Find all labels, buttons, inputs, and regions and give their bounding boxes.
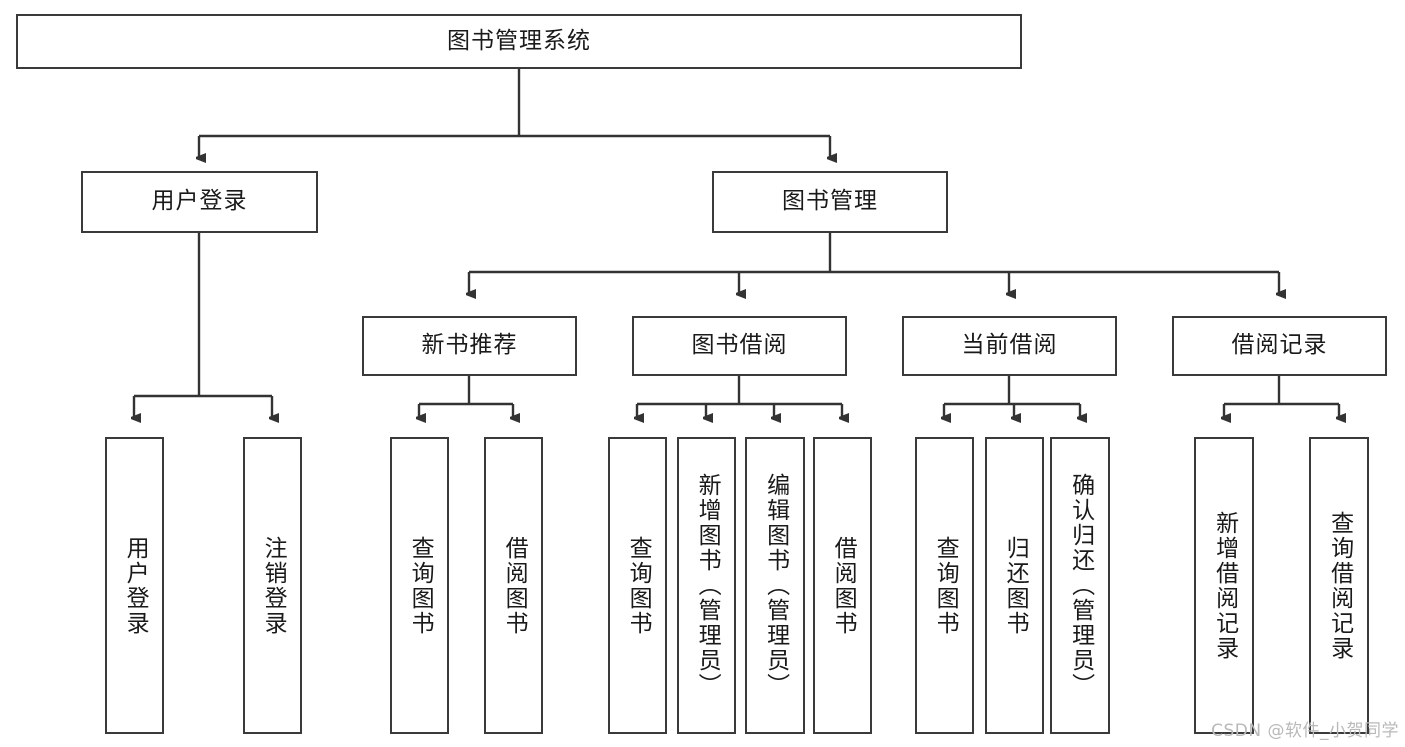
leaf-book-borrow-borrow[interactable]: 借阅图书 — [813, 437, 872, 734]
node-label: 查询图书 — [625, 535, 652, 636]
node-label: 归还图书 — [1002, 535, 1029, 636]
leaf-new-book-query[interactable]: 查询图书 — [390, 437, 449, 734]
csdn-watermark: CSDN @软件_小贺同学 — [1211, 721, 1399, 741]
node-new-book-recommend[interactable]: 新书推荐 — [362, 316, 577, 376]
node-label: 图书借阅 — [691, 332, 788, 359]
node-label: 借阅图书 — [830, 535, 857, 636]
leaf-user-login-logout[interactable]: 注销登录 — [243, 437, 302, 734]
node-label: 新增图书（管理员） — [694, 473, 721, 698]
node-label: 图书管理系统 — [447, 27, 591, 54]
leaf-book-borrow-edit[interactable]: 编辑图书（管理员） — [745, 437, 805, 734]
node-label: 编辑图书（管理员） — [762, 473, 789, 698]
node-label: 查询图书 — [932, 535, 959, 636]
leaf-new-book-borrow[interactable]: 借阅图书 — [484, 437, 543, 734]
leaf-current-borrow-return[interactable]: 归还图书 — [985, 437, 1044, 734]
node-label: 新书推荐 — [421, 332, 518, 359]
node-label: 用户登录 — [151, 188, 248, 215]
node-label: 当前借阅 — [961, 332, 1058, 359]
node-label: 用户登录 — [122, 535, 149, 636]
leaf-current-borrow-confirm-return[interactable]: 确认归还（管理员） — [1050, 437, 1110, 734]
node-current-borrow[interactable]: 当前借阅 — [902, 316, 1117, 376]
node-label: 查询借阅记录 — [1326, 510, 1353, 661]
leaf-book-borrow-query[interactable]: 查询图书 — [608, 437, 667, 734]
node-label: 图书管理 — [782, 188, 878, 215]
leaf-current-borrow-query[interactable]: 查询图书 — [915, 437, 974, 734]
node-label: 新增借阅记录 — [1211, 510, 1238, 661]
node-label: 确认归还（管理员） — [1067, 473, 1094, 698]
leaf-borrow-record-query[interactable]: 查询借阅记录 — [1309, 437, 1369, 734]
node-book-management[interactable]: 图书管理 — [712, 171, 948, 233]
node-root-system[interactable]: 图书管理系统 — [16, 14, 1022, 69]
leaf-user-login-login[interactable]: 用户登录 — [105, 437, 164, 734]
leaf-borrow-record-add[interactable]: 新增借阅记录 — [1194, 437, 1254, 734]
node-label: 查询图书 — [407, 535, 434, 636]
node-label: 借阅记录 — [1231, 332, 1328, 359]
node-user-login[interactable]: 用户登录 — [81, 171, 318, 233]
leaf-book-borrow-add[interactable]: 新增图书（管理员） — [677, 437, 736, 734]
node-book-borrow[interactable]: 图书借阅 — [632, 316, 847, 376]
node-label: 注销登录 — [260, 535, 287, 636]
node-borrow-record[interactable]: 借阅记录 — [1172, 316, 1387, 376]
node-label: 借阅图书 — [501, 535, 528, 636]
